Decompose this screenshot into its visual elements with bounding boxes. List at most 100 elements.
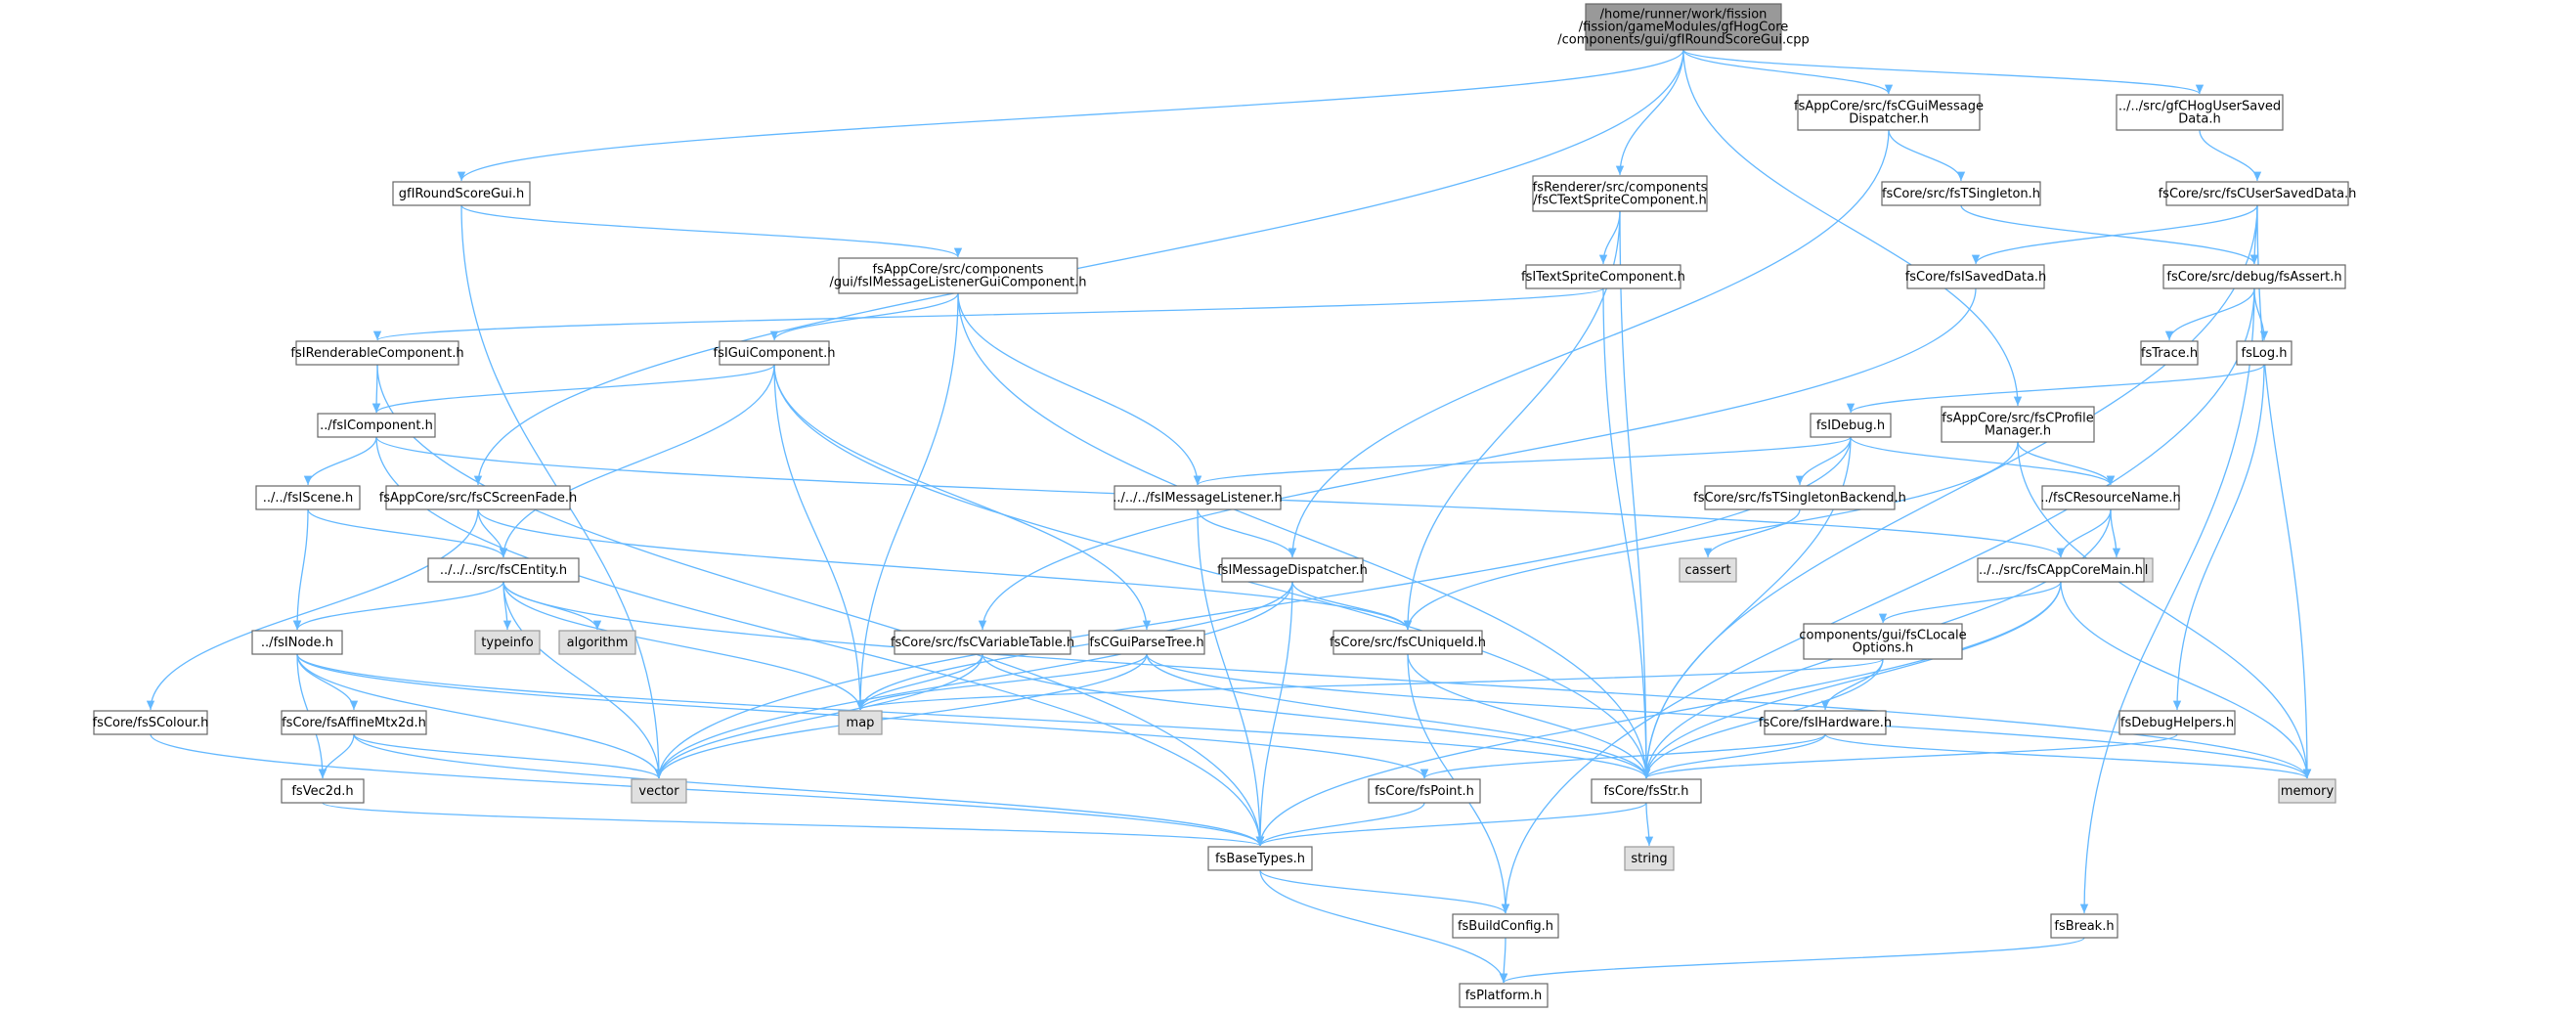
- edge-fsBuildConfig-to-fsPlatform: [1499, 937, 1508, 984]
- node-fsSColour[interactable]: fsCore/fsSColour.h: [93, 710, 209, 735]
- node-label: ../../../fsIMessageListener.h: [1113, 491, 1283, 506]
- node-fsITextSpriteComponent[interactable]: fsITextSpriteComponent.h: [1521, 264, 1685, 289]
- node-box: [317, 413, 436, 438]
- node-box: [1797, 94, 1981, 131]
- edge-fsBaseTypes-to-fsPlatform: [1259, 869, 1508, 984]
- edge-root-to-fsAppCoreGuiMessage: [1682, 49, 1894, 95]
- edge-fsCAppCoreMain-to-memory: [2060, 581, 2312, 779]
- node-box: [1368, 778, 1481, 804]
- edge-fsCGuiParseTree-to-map: [855, 653, 1148, 711]
- edge-fsIDebug-to-fsIMessageListener: [1194, 436, 1852, 486]
- node-vector[interactable]: vector: [631, 778, 687, 804]
- node-fsCVariableTable[interactable]: fsCore/src/fsCVariableTable.h: [891, 630, 1074, 655]
- edge-fsCEntity-to-memory: [502, 581, 2311, 779]
- node-fsTSingleton[interactable]: fsCore/src/fsTSingleton.h: [1881, 181, 2041, 206]
- node-label: fsCore/src/fsTSingletonBackend.h: [1693, 491, 1906, 506]
- node-fsCGuiParseTree[interactable]: fsCGuiParseTree.h: [1088, 630, 1205, 655]
- edge-fsIGuiComponent-to-map: [773, 364, 865, 711]
- node-memory[interactable]: memory: [2278, 778, 2336, 804]
- edge-fsIComponent-to-fsBaseTypes: [375, 436, 1265, 847]
- node-fsDebugHelpers[interactable]: fsDebugHelpers.h: [2118, 710, 2236, 735]
- node-fsBaseTypes[interactable]: fsBaseTypes.h: [1207, 846, 1313, 871]
- node-fsRendererTextSprite[interactable]: fsRenderer/src/components/fsCTextSpriteC…: [1532, 175, 1708, 212]
- node-fsAppCoreScreenFade[interactable]: fsAppCore/src/fsCScreenFade.h: [379, 485, 578, 510]
- node-label: fsBreak.h: [2054, 919, 2114, 934]
- node-label: Dispatcher.h: [1849, 112, 1929, 127]
- node-string[interactable]: string: [1624, 846, 1675, 871]
- node-fsINode[interactable]: ../fsINode.h: [251, 630, 343, 655]
- node-fsStr[interactable]: fsCore/fsStr.h: [1591, 778, 1702, 804]
- node-label: fsCGuiParseTree.h: [1089, 636, 1203, 650]
- node-fsIMessageListenerGui[interactable]: fsAppCore/src/components/gui/fsIMessageL…: [829, 257, 1087, 294]
- node-fsCUserSavedData[interactable]: fsCore/src/fsCUserSavedData.h: [2159, 181, 2357, 206]
- node-label: fsTrace.h: [2141, 346, 2198, 361]
- edge-fsCUserSavedData-to-fsISavedData: [1971, 204, 2258, 265]
- node-fsIScene[interactable]: ../../fsIScene.h: [255, 485, 361, 510]
- node-fsCEntity[interactable]: ../../../src/fsCEntity.h: [427, 557, 580, 583]
- node-label: Manager.h: [1985, 424, 2051, 439]
- node-fsBreak[interactable]: fsBreak.h: [2050, 913, 2118, 939]
- edge-fsCVariableTable-to-vector: [654, 653, 983, 779]
- edge-fsDebugHelpers-to-fsStr: [1642, 733, 2178, 779]
- node-fsCUniqueId[interactable]: fsCore/src/fsCUniqueId.h: [1330, 630, 1486, 655]
- node-fsAssert[interactable]: fsCore/src/debug/fsAssert.h: [2162, 264, 2346, 289]
- node-fsPlatform[interactable]: fsPlatform.h: [1459, 983, 1549, 1008]
- node-box: [1881, 181, 2041, 206]
- node-fsIGuiComponent[interactable]: fsIGuiComponent.h: [714, 340, 836, 366]
- node-fsLog[interactable]: fsLog.h: [2236, 340, 2292, 366]
- node-box: [2165, 181, 2349, 206]
- node-box: [1452, 913, 1559, 939]
- edge-fsCLocaleOptions-to-fsIHardware: [1820, 658, 1884, 711]
- node-fsIMessageListener[interactable]: ../../../fsIMessageListener.h: [1113, 485, 1283, 510]
- edge-fsISavedData-to-fsCVariableTable: [978, 287, 1977, 631]
- node-fsIComponent[interactable]: ../fsIComponent.h: [317, 413, 436, 438]
- node-box: [2050, 913, 2118, 939]
- node-map[interactable]: map: [838, 710, 883, 735]
- node-gfIRoundScoreGui[interactable]: gfIRoundScoreGui.h: [392, 181, 531, 206]
- edge-fsCLocaleOptions-to-map: [856, 658, 1884, 711]
- node-fsIDebug[interactable]: fsIDebug.h: [1810, 413, 1892, 438]
- node-label: components/gui/fsCLocale: [1799, 629, 1966, 643]
- node-fsTrace[interactable]: fsTrace.h: [2140, 340, 2199, 366]
- edge-fsBreak-to-fsPlatform: [1500, 937, 2085, 984]
- node-fsIHardware[interactable]: fsCore/fsIHardware.h: [1759, 710, 1892, 735]
- node-label: fsCore/fsIHardware.h: [1759, 716, 1892, 730]
- edge-fsIHardware-to-fsPoint: [1420, 733, 1826, 779]
- node-fsCAppCoreMain[interactable]: ../../src/fsCAppCoreMain.h: [1977, 557, 2145, 583]
- edge-fsIGuiComponent-to-fsCGuiParseTree: [773, 364, 1152, 631]
- node-fsISavedData[interactable]: fsCore/fsISavedData.h: [1905, 264, 2047, 289]
- node-label: ../../src/gfCHogUserSaved: [2118, 100, 2281, 114]
- node-fsTSingletonBackend[interactable]: fsCore/src/fsTSingletonBackend.h: [1693, 485, 1906, 510]
- node-fsBuildConfig[interactable]: fsBuildConfig.h: [1452, 913, 1559, 939]
- node-root[interactable]: /home/runner/work/fission/fission/gameMo…: [1557, 3, 1810, 51]
- node-label: fsAppCore/src/fsCProfile: [1942, 412, 2093, 426]
- edge-root-to-fsAppCoreProfileManager: [1682, 49, 2023, 407]
- node-box: [1113, 485, 1282, 510]
- node-box: [385, 485, 571, 510]
- node-label: /components/gui/gfIRoundScoreGui.cpp: [1557, 33, 1809, 48]
- edge-fsStr-to-string: [1644, 802, 1654, 847]
- edge-fsIHardware-to-fsStr: [1641, 733, 1826, 779]
- node-algorithm[interactable]: algorithm: [558, 630, 636, 655]
- node-fsCResourceName[interactable]: ../fsCResourceName.h: [2040, 485, 2181, 510]
- node-label: ../../src/fsCAppCoreMain.h: [1979, 563, 2143, 578]
- node-label: memory: [2281, 784, 2335, 799]
- edge-layer: [146, 49, 2312, 984]
- node-box: [1525, 264, 1681, 289]
- node-box: [281, 778, 365, 804]
- node-typeinfo[interactable]: typeinfo: [474, 630, 541, 655]
- edge-fsCAppCoreMain-to-fsBaseTypes: [1255, 581, 2062, 847]
- node-fsAffineMtx2d[interactable]: fsCore/fsAffineMtx2d.h: [281, 710, 427, 735]
- node-cassert[interactable]: cassert: [1679, 557, 1737, 583]
- edge-fsAffineMtx2d-to-fsVec2d: [318, 733, 355, 779]
- node-fsVec2d[interactable]: fsVec2d.h: [281, 778, 365, 804]
- node-fsIMessageDispatcher[interactable]: fsIMessageDispatcher.h: [1217, 557, 1368, 583]
- node-fsPoint[interactable]: fsCore/fsPoint.h: [1368, 778, 1481, 804]
- edge-fsAssert-to-fsBuildConfig: [1501, 287, 2255, 914]
- node-box: [2140, 340, 2199, 366]
- node-fsIRenderableComponent[interactable]: fsIRenderableComponent.h: [290, 340, 464, 366]
